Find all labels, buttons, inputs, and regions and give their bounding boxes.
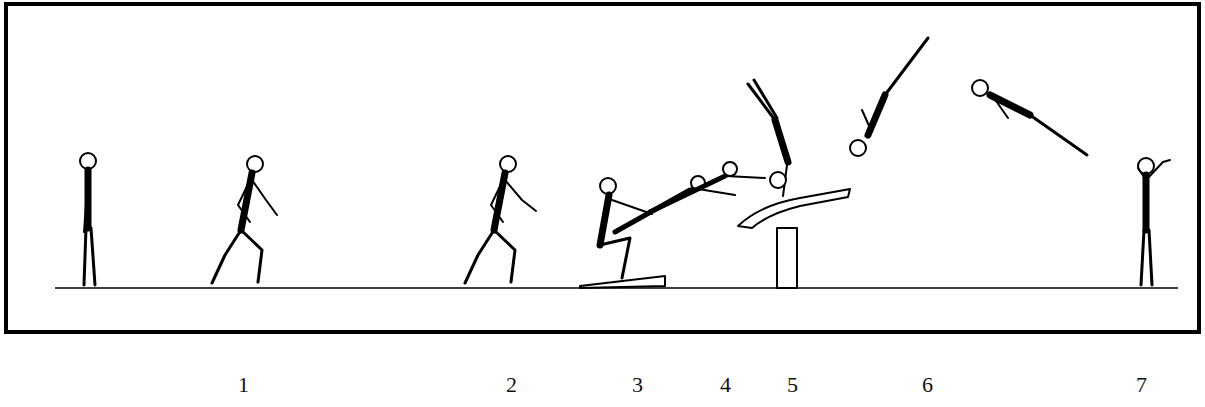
vaulting-table bbox=[738, 189, 850, 288]
frame bbox=[6, 4, 1199, 332]
standing-gymnast bbox=[80, 153, 96, 285]
running-gymnast bbox=[212, 156, 277, 283]
callout-number: 7 bbox=[1136, 374, 1147, 396]
flight-gymnast bbox=[650, 162, 765, 212]
flight-gymnast bbox=[615, 176, 735, 232]
callout-number: 6 bbox=[922, 374, 933, 396]
callout-number: 2 bbox=[506, 374, 517, 396]
running-gymnast bbox=[465, 156, 536, 283]
callout-number: 3 bbox=[632, 374, 643, 396]
handstand-gymnast bbox=[748, 80, 788, 196]
callout-number: 1 bbox=[238, 374, 249, 396]
flight-gymnast bbox=[850, 38, 928, 156]
flight-gymnast bbox=[972, 80, 1087, 155]
landing-gymnast bbox=[1138, 158, 1170, 285]
callout-number: 4 bbox=[720, 374, 731, 396]
callout-number: 5 bbox=[787, 374, 798, 396]
